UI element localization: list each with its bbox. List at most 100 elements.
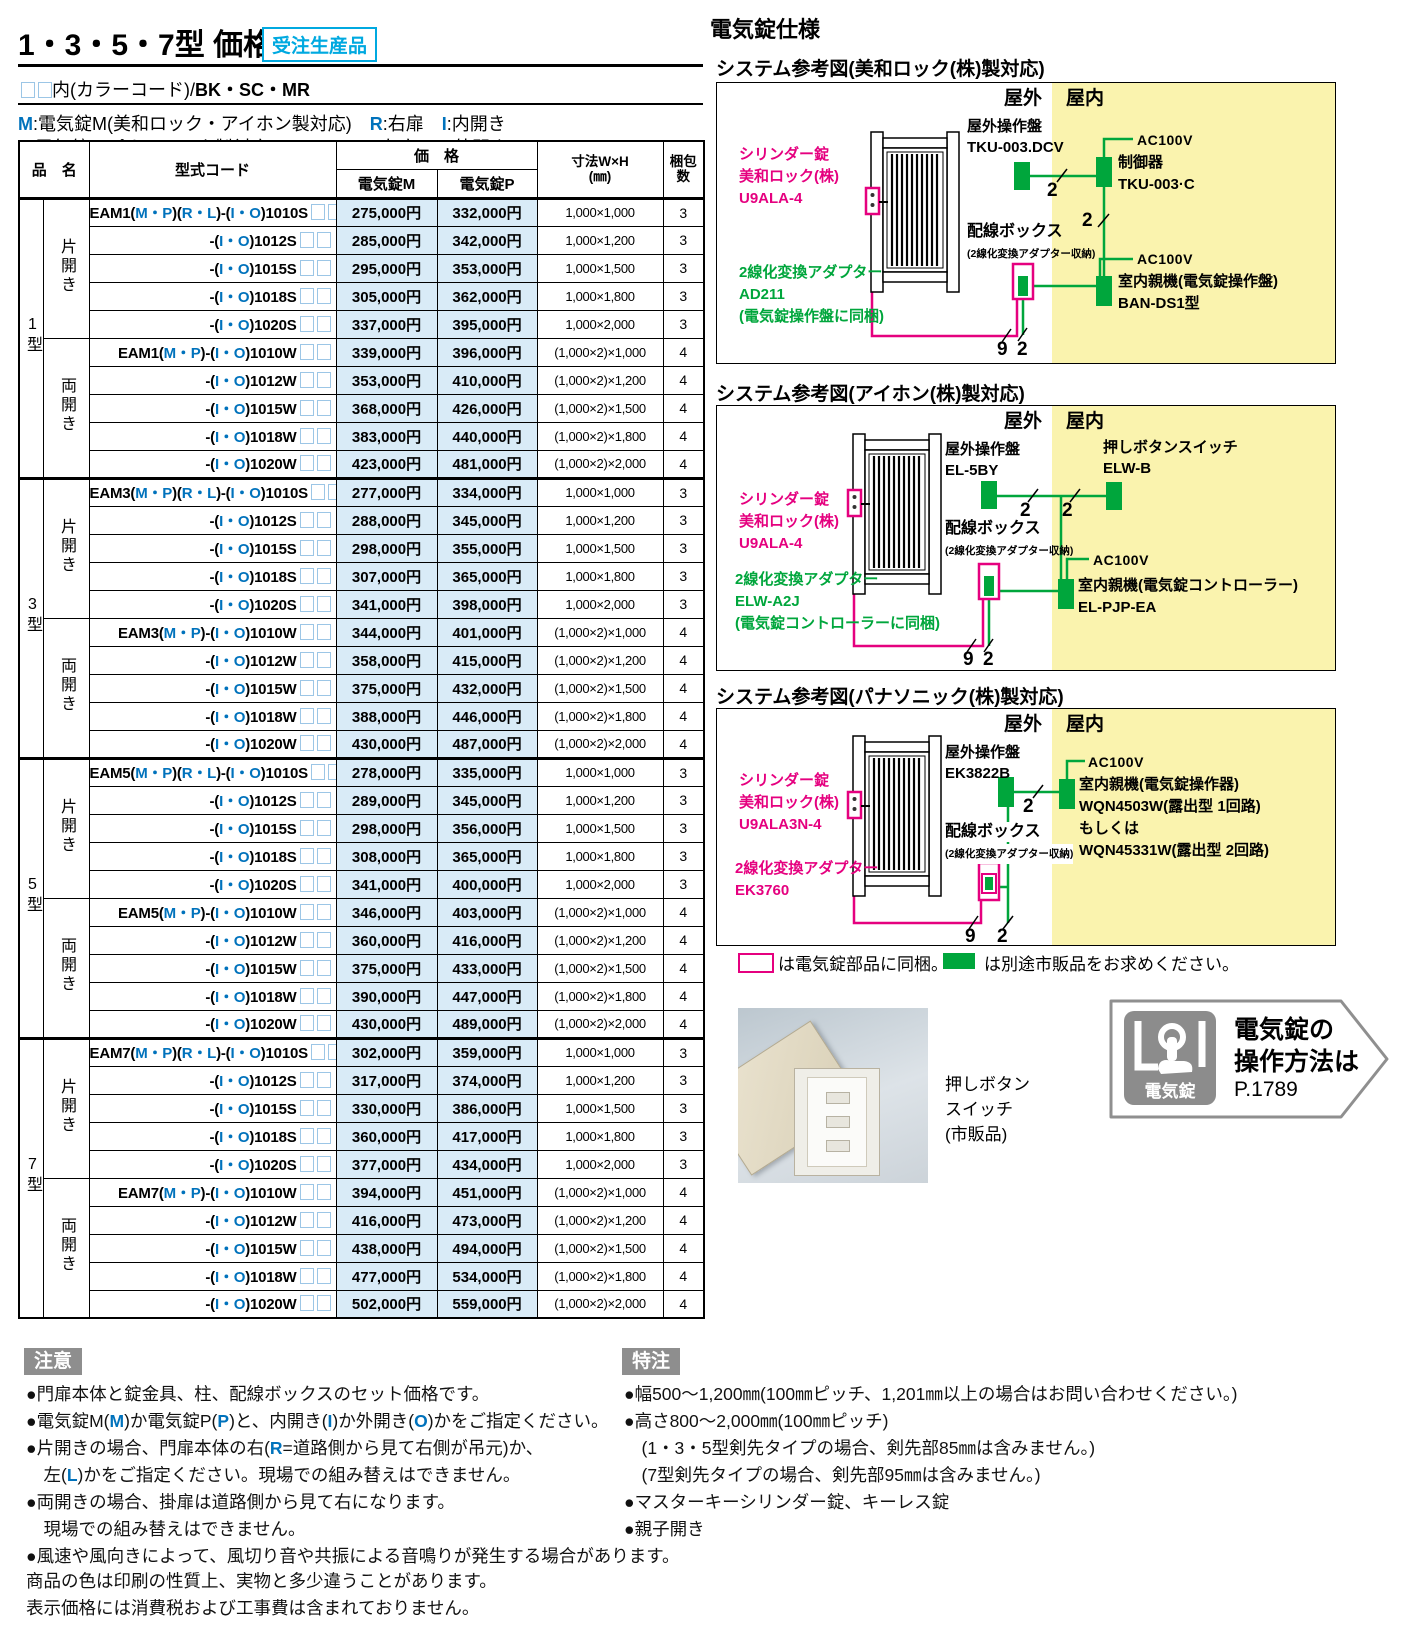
touch-icon [1134, 1021, 1206, 1074]
price-lock-m-cell: 298,000円 [335, 533, 438, 563]
color-code-square [310, 484, 325, 500]
model-code-cell: -(I・O)1020W [88, 1289, 337, 1319]
model-code-cell: -(I・O)1012S [88, 785, 337, 815]
outdoor-panel-box [1014, 162, 1030, 190]
adapter-model: ELW-A2J [735, 593, 800, 610]
price-lock-p-cell: 365,000円 [436, 561, 538, 591]
note-line: 商品の色は印刷の性質上、実物と多少違うことがあります。 [26, 1571, 497, 1591]
col-header-price: 価 格 [335, 140, 538, 170]
price-lock-m-cell: 383,000円 [335, 421, 438, 451]
model-code-cell: -(I・O)1015W [88, 393, 337, 423]
color-code-square [316, 707, 331, 724]
ac100v-label: AC100V [1088, 754, 1144, 770]
panel-label: 屋外操作盤 [945, 441, 1021, 458]
color-code-square [299, 903, 314, 920]
price-lock-p-cell: 335,000円 [436, 756, 538, 787]
size-cell: 1,000×1,200 [536, 785, 664, 815]
size-cell: 1,000×1,800 [536, 1121, 664, 1151]
price-lock-m-cell: 346,000円 [335, 897, 438, 927]
color-code-square [310, 764, 325, 780]
color-code-square [299, 1295, 314, 1312]
wire-count-9: 9 [997, 339, 1008, 360]
price-lock-p-cell: 345,000円 [436, 785, 538, 815]
price-lock-m-cell: 275,000円 [335, 197, 438, 227]
package-qty-cell: 4 [662, 645, 705, 675]
col-header-qty-line1: 梱包 [669, 154, 697, 170]
price-lock-m-cell: 337,000円 [335, 309, 438, 339]
color-code-square [299, 959, 314, 976]
size-cell: 1,000×1,800 [536, 841, 664, 871]
color-code-square [316, 1071, 331, 1088]
model-code-cell: -(I・O)1015S [88, 813, 337, 843]
color-code-square [316, 847, 331, 864]
package-qty-cell: 3 [662, 309, 705, 339]
size-cell: 1,000×1,500 [536, 253, 664, 283]
model-code-cell: -(I・O)1020S [88, 309, 337, 339]
color-code-square [299, 315, 314, 332]
color-code-square [316, 1127, 331, 1144]
price-lock-m-cell: 289,000円 [335, 785, 438, 815]
photo-slot [826, 1140, 850, 1152]
price-lock-m-cell: 416,000円 [335, 1205, 438, 1235]
opening-label-cell: 両開き [42, 337, 90, 479]
package-qty-cell: 3 [662, 281, 705, 311]
parent-unit-model: EL-PJP-EA [1078, 599, 1157, 616]
custom-order-badge: 特注 [622, 1348, 680, 1375]
price-lock-p-cell: 396,000円 [436, 337, 538, 367]
package-qty-cell: 3 [662, 869, 705, 899]
size-cell: 1,000×1,800 [536, 561, 664, 591]
cylinder-label: シリンダー錠 [739, 772, 830, 789]
color-code-square [316, 1015, 331, 1031]
price-lock-m-cell: 430,000円 [335, 729, 438, 759]
color-code-square [299, 1211, 314, 1228]
panel-label: 屋外操作盤 [967, 118, 1043, 135]
model-code-cell: -(I・O)1018S [88, 1121, 337, 1151]
color-code-square [316, 1155, 331, 1172]
color-code-square [316, 1211, 331, 1228]
price-lock-m-cell: 285,000円 [335, 225, 438, 255]
model-code-cell: -(I・O)1015W [88, 673, 337, 703]
wire-count-2c: 2 [997, 926, 1008, 947]
color-code-square [299, 539, 314, 556]
package-qty-cell: 3 [662, 1093, 705, 1123]
package-qty-cell: 3 [662, 813, 705, 843]
pushbutton-label: 押しボタンスイッチ [1103, 439, 1238, 456]
caution-badge: 注意 [24, 1348, 82, 1375]
wire-count-2c: 2 [1017, 339, 1028, 360]
diagram2-title: システム参考図(アイホン(株)製対応) [716, 384, 1025, 405]
col-header-size-line1: 寸法W×H [571, 154, 629, 170]
price-lock-p-cell: 416,000円 [436, 925, 538, 955]
price-lock-m-cell: 375,000円 [335, 673, 438, 703]
package-qty-cell: 4 [662, 673, 705, 703]
price-lock-p-cell: 489,000円 [436, 1009, 538, 1039]
badge-page-ref: P.1789 [1234, 1078, 1298, 1101]
size-cell: (1,000×2)×2,000 [536, 449, 664, 479]
price-lock-p-cell: 353,000円 [436, 253, 538, 283]
package-qty-cell: 4 [662, 1261, 705, 1291]
indoor-zone [1052, 406, 1335, 670]
model-code-cell: EAM5(M・P)(R・L)-(I・O)1010S [88, 756, 337, 787]
price-lock-p-cell: 487,000円 [436, 729, 538, 759]
price-lock-p-cell: 426,000円 [436, 393, 538, 423]
price-lock-m-cell: 341,000円 [335, 869, 438, 899]
elock-icon-label: 電気錠 [1144, 1082, 1196, 1101]
size-cell: 1,000×1,200 [536, 505, 664, 535]
price-lock-m-cell: 390,000円 [335, 981, 438, 1011]
adapter-box [984, 576, 994, 596]
size-cell: (1,000×2)×1,200 [536, 645, 664, 675]
price-lock-m-cell: 353,000円 [335, 365, 438, 395]
pushbutton-photo [738, 1008, 928, 1183]
indoor-zone [1052, 83, 1335, 363]
package-qty-cell: 4 [662, 897, 705, 927]
color-code-square [316, 455, 331, 471]
wiring-box-note: (2線化変換アダプター収納) [945, 545, 1074, 557]
ac100v-top-label: AC100V [1137, 132, 1193, 148]
model-code-cell: EAM3(M・P)-(I・O)1010W [88, 617, 337, 647]
